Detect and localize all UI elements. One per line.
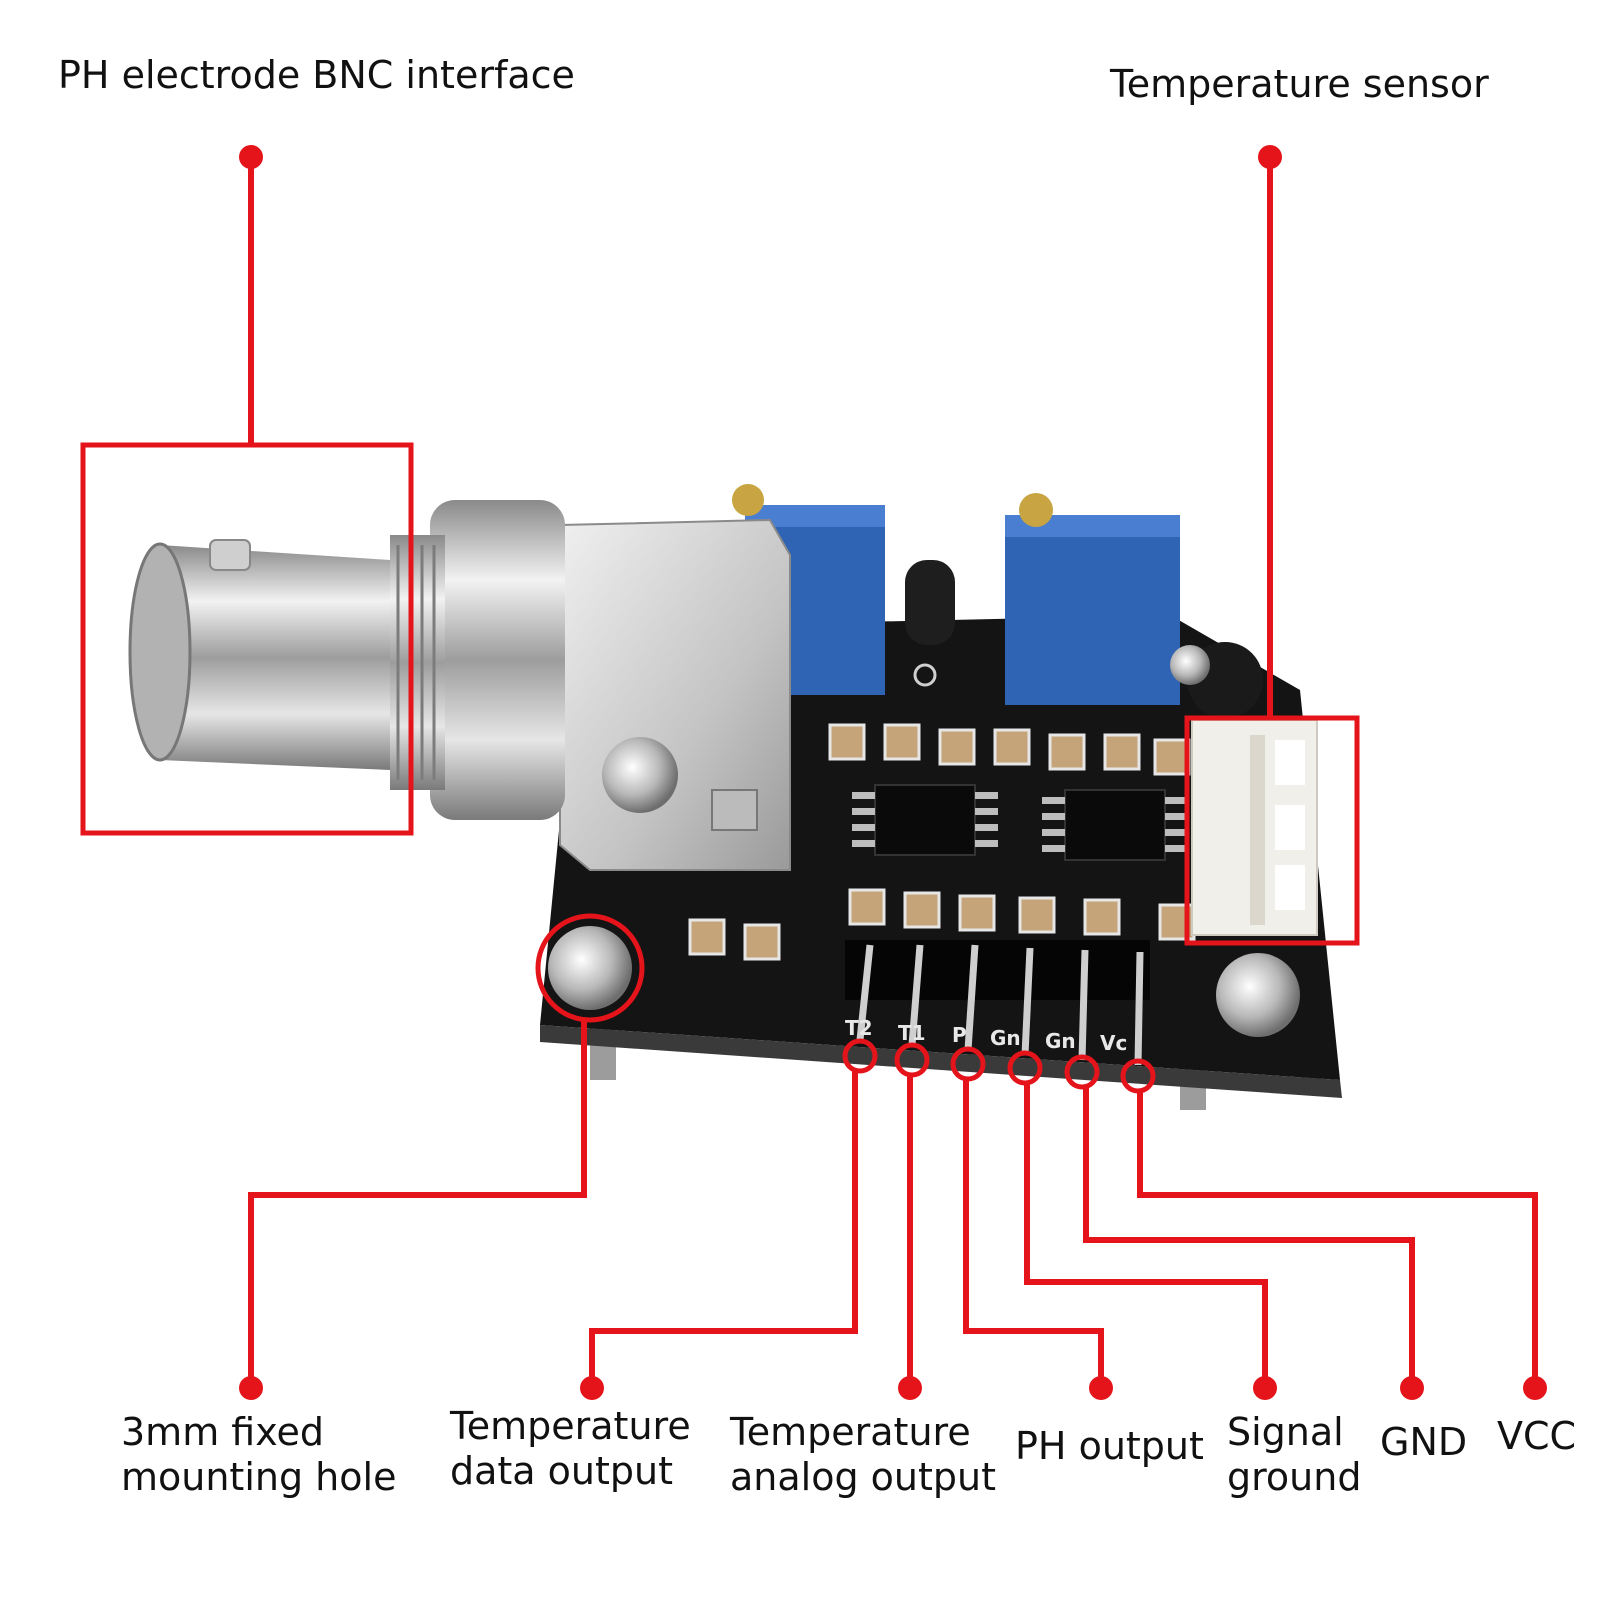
dot-temp-analog (898, 1376, 922, 1400)
label-gnd: GND (1380, 1420, 1468, 1464)
pin-label-gnd-1: Gn (990, 1026, 1021, 1050)
label-mounting-hole-line1: 3mm fixed (121, 1410, 325, 1454)
label-signal-ground-line1: Signal (1227, 1410, 1344, 1454)
dot-gnd (1400, 1376, 1424, 1400)
label-vcc: VCC (1497, 1414, 1577, 1458)
op-amp-ic-2 (1042, 789, 1188, 861)
dot-vcc (1523, 1376, 1547, 1400)
pin-label-p: P (952, 1023, 967, 1047)
label-signal-ground: Signal ground (1227, 1410, 1361, 1500)
leader-mounting-hole (248, 1020, 587, 1388)
dot-ph-output (1089, 1376, 1113, 1400)
capacitor-black (1170, 642, 1263, 718)
leader-vcc (1137, 1091, 1538, 1388)
temp-sensor-connector (1191, 719, 1318, 936)
pin-label-t1: T1 (898, 1021, 926, 1045)
leader-gnd (1083, 1087, 1415, 1388)
pin-label-gnd-2: Gn (1045, 1029, 1076, 1053)
potentiometer-right (1005, 493, 1180, 705)
callout-dots (239, 145, 1547, 1400)
label-temp-data-line1: Temperature (450, 1404, 691, 1448)
mounting-screw-left (548, 926, 632, 1010)
pin-ring-5 (1064, 1054, 1100, 1090)
callouts (80, 157, 1538, 1388)
callout-box-bnc (80, 442, 414, 836)
bnc-connector (128, 500, 791, 871)
leader-temp-data (589, 1071, 858, 1388)
pin-label-t2: T2 (845, 1016, 873, 1040)
label-ph-output: PH output (1015, 1424, 1204, 1468)
dot-temp-data (580, 1376, 604, 1400)
dot-mounting-hole (239, 1376, 263, 1400)
pin-label-vcc: Vc (1100, 1031, 1127, 1055)
dot-bnc (239, 145, 263, 169)
leader-ph-output (963, 1079, 1104, 1388)
label-temp-analog: Temperature analog output (730, 1410, 996, 1500)
label-temp-data: Temperature data output (450, 1404, 691, 1494)
leader-signal-ground (1024, 1083, 1268, 1388)
pcb-edge (540, 1025, 1342, 1098)
op-amp-ic-1 (852, 784, 998, 856)
label-signal-ground-line2: ground (1227, 1454, 1362, 1499)
label-mounting-hole: 3mm fixed mounting hole (121, 1410, 396, 1500)
pin-ring-1 (842, 1038, 878, 1074)
callout-ring-mounting-hole (535, 913, 645, 1023)
dot-signal-ground (1253, 1376, 1277, 1400)
label-temp-analog-line2: analog output (730, 1454, 996, 1499)
label-mounting-hole-line2: mounting hole (121, 1454, 397, 1499)
label-temp-analog-line1: Temperature (730, 1410, 971, 1454)
transistor (905, 560, 955, 687)
label-temp-sensor: Temperature sensor (1110, 62, 1489, 106)
label-temp-data-line2: data output (450, 1448, 674, 1493)
label-bnc: PH electrode BNC interface (58, 53, 575, 97)
mounting-screw-right (1216, 953, 1300, 1037)
dot-temp-sensor (1258, 145, 1282, 169)
pin-header: T2 T1 P Gn Gn Vc (845, 940, 1150, 1066)
